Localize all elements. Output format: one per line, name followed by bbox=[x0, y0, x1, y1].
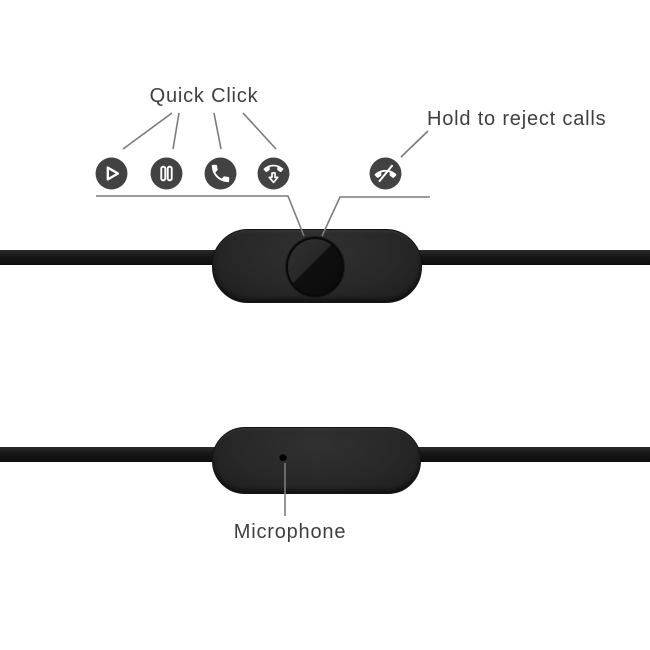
leader-line-pause bbox=[172, 112, 180, 150]
end-call-icon bbox=[257, 157, 290, 190]
leader-line-answer bbox=[213, 112, 222, 150]
pause-icon bbox=[150, 157, 183, 190]
leader-line-play bbox=[122, 112, 173, 150]
inline-remote-mic-unit bbox=[212, 427, 421, 494]
reject-call-icon bbox=[369, 157, 402, 190]
slash-glyph bbox=[378, 164, 394, 183]
leader-line-reject bbox=[400, 130, 429, 158]
answer-call-icon bbox=[204, 157, 237, 190]
leader-line-end bbox=[242, 112, 277, 150]
quick-click-label: Quick Click bbox=[149, 85, 259, 107]
multifunction-button bbox=[286, 237, 344, 297]
microphone-hole bbox=[279, 453, 287, 461]
microphone-label: Microphone bbox=[233, 521, 347, 543]
play-icon bbox=[95, 157, 128, 190]
hold-to-reject-label: Hold to reject calls bbox=[427, 108, 607, 130]
down-arrow-glyph bbox=[268, 172, 279, 184]
